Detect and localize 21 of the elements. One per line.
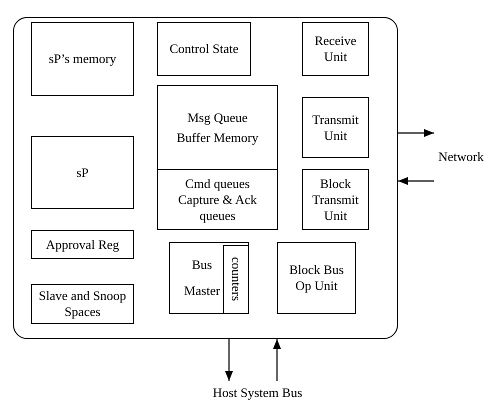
- board-outline: [13, 17, 398, 339]
- node-label: Network: [434, 126, 488, 188]
- arrow: [398, 129, 434, 137]
- component-box: Slave and Snoop Spaces: [31, 284, 134, 324]
- component-box: Block Transmit Unit: [302, 169, 369, 230]
- arrow: [273, 339, 281, 381]
- arrow: [225, 339, 233, 381]
- component-box: Transmit Unit: [302, 97, 369, 158]
- component-box: Receive Unit: [302, 22, 369, 76]
- node-label: Host System Bus: [195, 381, 320, 405]
- component-box: Block Bus Op Unit: [277, 242, 356, 314]
- counters-box: counters: [223, 245, 249, 314]
- box-label: Bus Master: [182, 256, 222, 300]
- component-box: Cmd queues Capture & Ack queues: [157, 169, 278, 230]
- component-box: Control State: [157, 22, 251, 76]
- component-box: [169, 242, 249, 314]
- arrow: [398, 177, 434, 185]
- component-box: sP’s memory: [31, 22, 134, 96]
- component-box: sP: [31, 136, 134, 209]
- component-box: Msg Queue Buffer Memory: [157, 85, 278, 170]
- component-box: Approval Reg: [31, 230, 134, 259]
